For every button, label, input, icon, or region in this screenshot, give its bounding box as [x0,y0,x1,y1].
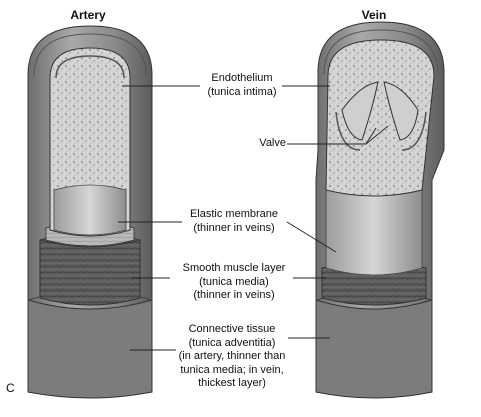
connective-label-line5: thickest layer) [198,377,266,389]
panel-letter: C [6,381,15,395]
valve-label-line1: Valve [259,137,286,149]
endothelium-label: Endothelium (tunica intima) [180,72,304,99]
endothelium-label-line1: Endothelium [211,72,273,84]
elastic-label-line1: Elastic membrane [189,208,279,220]
muscle-label-line3: (thinner in veins) [193,289,275,301]
valve-label: Valve [246,137,286,151]
connective-label-line3: (in artery, thinner than [178,350,286,362]
elastic-membrane-label: Elastic membrane (thinner in veins) [170,208,298,235]
connective-label-line1: Connective tissue [188,323,276,335]
connective-label-line4: tunica media; in vein, [180,363,284,376]
muscle-label-line2: (tunica media) [199,275,269,288]
leader-lines [118,85,389,351]
vein-illustration [315,21,445,399]
endothelium-label-line2: (tunica intima) [207,85,277,98]
artery-title: Artery [70,8,106,22]
connective-label-line2: (tunica adventitia) [188,336,276,349]
smooth-muscle-label: Smooth muscle layer (tunica media) (thin… [164,262,304,303]
leader-elastic-vein [286,221,337,253]
connective-tissue-label: Connective tissue (tunica adventitia) (i… [166,323,298,391]
leader-valve-b [365,125,389,145]
muscle-label-line1: Smooth muscle layer [182,262,286,274]
leader-valve-a [365,127,377,145]
vein-title: Vein [361,8,387,22]
artery-illustration [27,25,153,399]
elastic-label-line2: (thinner in veins) [193,221,275,234]
